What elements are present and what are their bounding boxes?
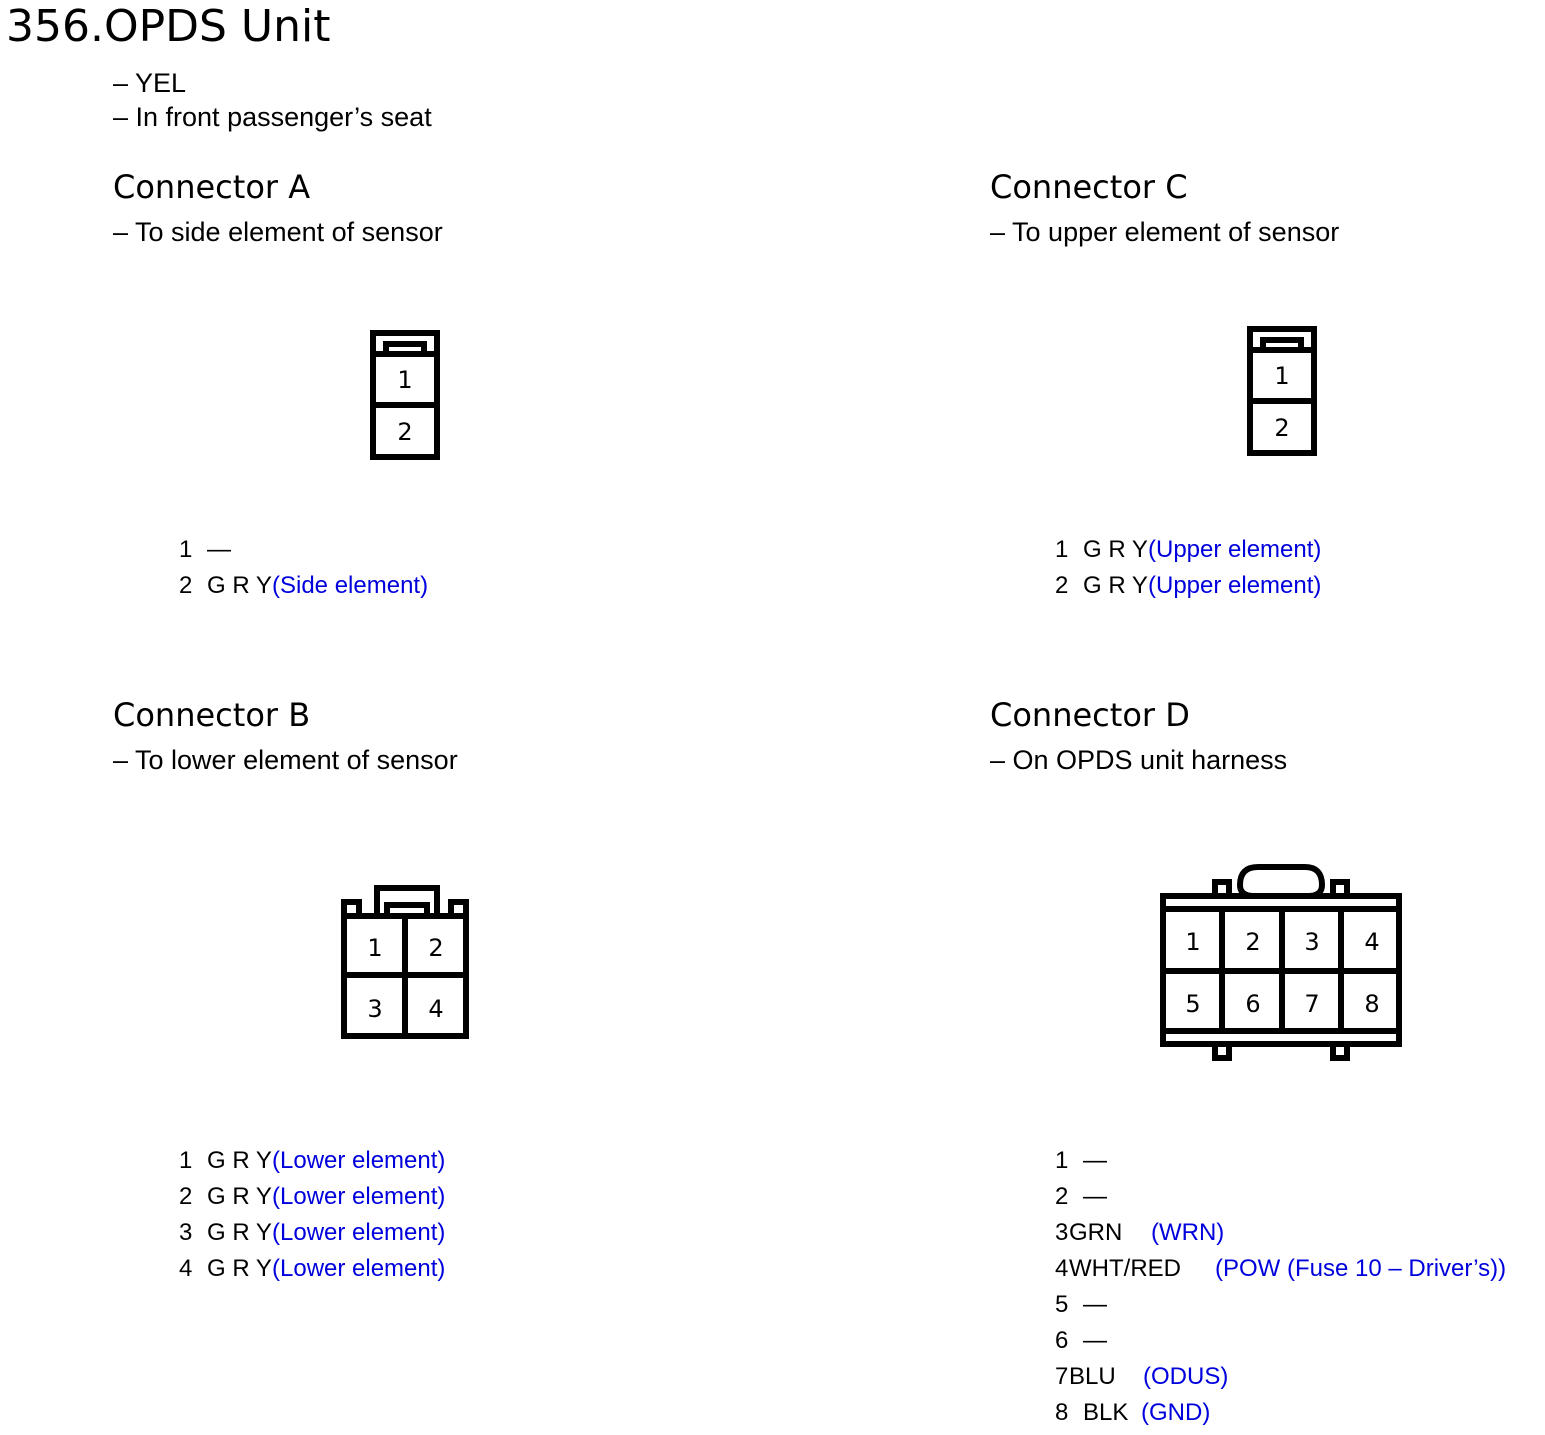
connector-b-cavity-3: 3 <box>367 995 382 1023</box>
connector-d-heading: Connector D <box>990 696 1190 734</box>
connector-c-latch <box>1260 337 1304 350</box>
connector-a-cavity-1: 1 <box>397 366 412 394</box>
connector-a-diagram: 1 2 <box>370 330 440 460</box>
pin-wire-color: G R Y <box>1083 572 1148 599</box>
pin-wire-color: WHT/RED <box>1069 1255 1181 1282</box>
connector-a-heading: Connector A <box>113 168 311 206</box>
pin-number: 4 <box>1055 1255 1069 1282</box>
unit-color: – YEL <box>113 68 187 98</box>
pin-number: 3 <box>1055 1219 1069 1246</box>
pin-wire-color: GRN <box>1069 1219 1123 1246</box>
connector-a-cavity-2: 2 <box>397 418 412 446</box>
connector-d-cavity-8: 8 <box>1364 990 1379 1018</box>
connector-c-diagram: 1 2 <box>1247 326 1317 456</box>
connector-b-heading: Connector B <box>113 696 311 734</box>
connector-d-cavity-3: 3 <box>1304 928 1319 956</box>
connector-d-cavity-5: 5 <box>1185 990 1200 1018</box>
pin-number: 5 <box>1055 1291 1069 1318</box>
pin-description: (Lower element) <box>272 1255 446 1282</box>
connector-a-location: – To side element of sensor <box>113 217 443 247</box>
pin-description: (Side element) <box>272 572 429 599</box>
connector-c-heading: Connector C <box>990 168 1188 206</box>
pin-description: (Lower element) <box>272 1183 446 1210</box>
connector-d-cavity-7: 7 <box>1304 990 1319 1018</box>
pin-number: 3 <box>179 1219 193 1246</box>
connector-b-diagram: 1 2 3 4 <box>341 885 469 1039</box>
pin-wire-color: — <box>1083 1327 1107 1354</box>
pin-description: (Upper element) <box>1148 572 1322 599</box>
connector-b-location: – To lower element of sensor <box>113 745 458 775</box>
pin-wire-color: — <box>1083 1183 1107 1210</box>
unit-location: – In front passenger’s seat <box>113 102 432 132</box>
connector-c-location: – To upper element of sensor <box>990 217 1340 247</box>
connector-d-top-tab-left <box>1212 879 1232 896</box>
pin-wire-color: BLU <box>1069 1363 1116 1390</box>
connector-d-latch <box>1236 864 1326 899</box>
pin-wire-color: G R Y <box>207 1183 272 1210</box>
pin-wire-color: G R Y <box>207 1147 272 1174</box>
page-title: 356.OPDS Unit <box>6 1 331 52</box>
connector-d-cavity-6: 6 <box>1245 990 1260 1018</box>
pin-wire-color: G R Y <box>1083 536 1148 563</box>
pin-wire-color: G R Y <box>207 572 272 599</box>
connector-b-latch <box>374 885 440 916</box>
connector-b-left-tab <box>341 899 362 916</box>
connector-b-cavity-4: 4 <box>428 995 443 1023</box>
connector-d-location: – On OPDS unit harness <box>990 745 1288 775</box>
pin-number: 2 <box>179 1183 193 1210</box>
pin-wire-color: BLK <box>1083 1399 1129 1426</box>
pin-number: 8 <box>1055 1399 1069 1426</box>
connector-b-latch-inner <box>384 902 430 916</box>
pin-wire-color: G R Y <box>207 1219 272 1246</box>
pin-number: 1 <box>179 1147 193 1174</box>
pin-number: 1 <box>1055 536 1069 563</box>
connector-d-bottom-tab-left <box>1212 1044 1232 1061</box>
connector-d-top-tab-right <box>1330 879 1350 896</box>
connector-d-cavity-4: 4 <box>1364 928 1379 956</box>
pin-description: (Lower element) <box>272 1147 446 1174</box>
connector-c-cavity-1: 1 <box>1274 362 1289 390</box>
pin-number: 2 <box>1055 572 1069 599</box>
connector-b-right-tab <box>448 899 469 916</box>
pin-number: 2 <box>1055 1183 1069 1210</box>
pin-description: (Upper element) <box>1148 536 1322 563</box>
connector-d-cavity-1: 1 <box>1185 928 1200 956</box>
connector-a-housing <box>370 330 440 460</box>
pin-description: (Lower element) <box>272 1219 446 1246</box>
connector-d-bottom-tab-right <box>1330 1044 1350 1061</box>
connector-d-cavity-2: 2 <box>1245 928 1260 956</box>
connector-c-housing <box>1247 326 1317 456</box>
connector-b-cavity-2: 2 <box>428 934 443 962</box>
pin-wire-color: — <box>1083 1147 1107 1174</box>
connector-b-cavity-1: 1 <box>367 934 382 962</box>
connector-c-cavity-2: 2 <box>1274 414 1289 442</box>
pin-number: 1 <box>1055 1147 1069 1174</box>
pin-number: 6 <box>1055 1327 1069 1354</box>
pin-wire-color: G R Y <box>207 1255 272 1282</box>
connector-d-diagram: 1 2 3 4 5 6 7 8 <box>1160 864 1402 1061</box>
pin-number: 2 <box>179 572 193 599</box>
pin-description: (ODUS) <box>1143 1363 1229 1390</box>
connector-a-latch <box>383 341 427 354</box>
pin-number: 7 <box>1055 1363 1069 1390</box>
pin-wire-color: — <box>207 536 231 563</box>
pin-description: (WRN) <box>1151 1219 1225 1246</box>
pin-number: 4 <box>179 1255 193 1282</box>
pin-wire-color: — <box>1083 1291 1107 1318</box>
pin-description: (GND) <box>1141 1399 1211 1426</box>
pin-description: (POW (Fuse 10 – Driver’s)) <box>1215 1255 1507 1282</box>
pin-number: 1 <box>179 536 193 563</box>
